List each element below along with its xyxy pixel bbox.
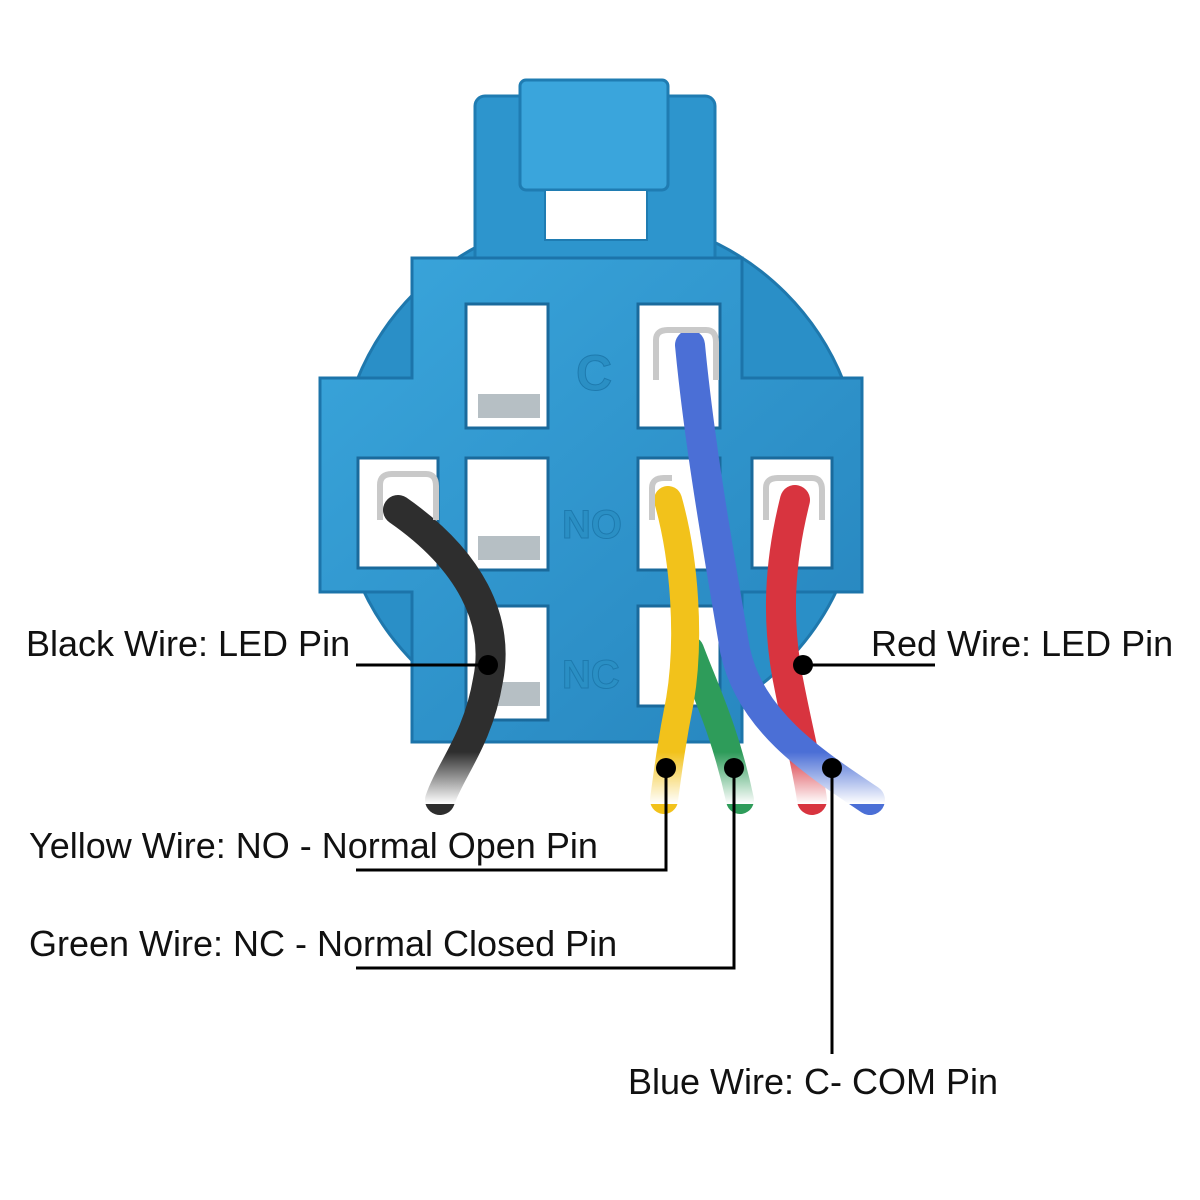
leader-lines <box>356 663 935 1054</box>
pin-clips <box>377 327 825 520</box>
leader-green <box>356 768 736 970</box>
callout-black-wire: Black Wire: LED Pin <box>26 623 351 664</box>
callout-blue-wire: Blue Wire: C- COM Pin <box>628 1061 999 1102</box>
clip-c <box>653 327 719 380</box>
dot-yellow <box>656 758 676 778</box>
pin-mark-no: NO <box>562 503 622 547</box>
latch-tab <box>473 78 717 288</box>
dot-black <box>478 655 498 675</box>
clip-black <box>377 471 439 520</box>
dot-green <box>724 758 744 778</box>
callout-red-wire: Red Wire: LED Pin <box>871 623 1174 664</box>
callout-green-wire: Green Wire: NC - Normal Closed Pin <box>29 923 618 964</box>
leader-dots <box>478 655 842 778</box>
clip-no <box>649 475 672 520</box>
dot-blue <box>822 758 842 778</box>
pin-mark-nc: NC <box>562 653 620 697</box>
callout-yellow-wire: Yellow Wire: NO - Normal Open Pin <box>29 825 598 866</box>
leader-yellow <box>356 768 668 872</box>
dot-red <box>793 655 813 675</box>
pin-mark-c: C <box>576 345 612 401</box>
clip-red <box>763 475 825 520</box>
